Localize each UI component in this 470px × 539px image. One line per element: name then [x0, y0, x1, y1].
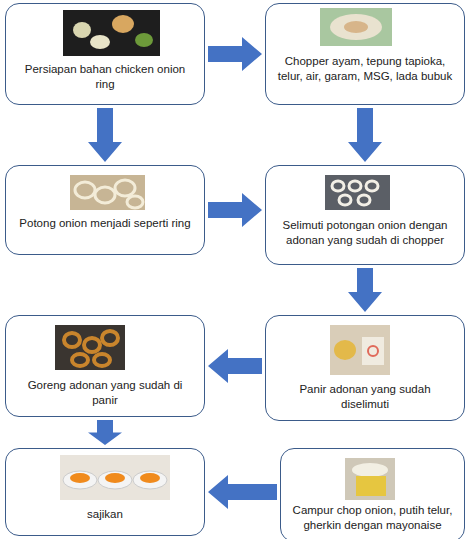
block-arrow: [348, 108, 382, 162]
ingredients-photo: [63, 10, 160, 56]
process-box: sajikan: [5, 448, 205, 536]
step-text: sajikan: [6, 507, 204, 522]
process-box: Goreng adonan yang sudah di panir: [5, 315, 205, 417]
process-box: Panir adonan yang sudah diselimuti: [265, 315, 465, 421]
step-text: Persiapan bahan chicken onion ring: [6, 62, 204, 92]
frying-photo: [55, 325, 125, 370]
breading-photo: [330, 325, 390, 375]
step-text: Panir adonan yang sudah diselimuti: [266, 382, 464, 412]
block-arrow: [348, 268, 382, 312]
block-arrow: [88, 108, 122, 162]
step-text: Chopper ayam, tepung tapioka, telur, air…: [266, 54, 464, 84]
block-arrow: [208, 475, 277, 509]
serving-photo: [60, 455, 170, 500]
block-arrow: [208, 193, 262, 227]
process-box: Persiapan bahan chicken onion ring: [5, 3, 205, 105]
block-arrow: [208, 37, 262, 71]
step-text: Goreng adonan yang sudah di panir: [6, 378, 204, 408]
process-box: Chopper ayam, tepung tapioka, telur, air…: [265, 3, 465, 105]
process-box: Campur chop onion, putih telur, gherkin …: [280, 448, 465, 539]
block-arrow: [88, 420, 122, 445]
process-box: Potong onion menjadi seperti ring: [5, 165, 205, 255]
sauce-photo: [345, 458, 395, 500]
step-text: Selimuti potongan onion dengan adonan ya…: [266, 218, 464, 248]
onion-rings-photo: [70, 175, 145, 210]
coated-rings-photo: [325, 175, 390, 210]
chopper-photo: [320, 8, 392, 46]
step-text: Potong onion menjadi seperti ring: [6, 216, 204, 231]
process-box: Selimuti potongan onion dengan adonan ya…: [265, 165, 465, 265]
step-text: Campur chop onion, putih telur, gherkin …: [281, 503, 464, 533]
block-arrow: [208, 349, 262, 383]
